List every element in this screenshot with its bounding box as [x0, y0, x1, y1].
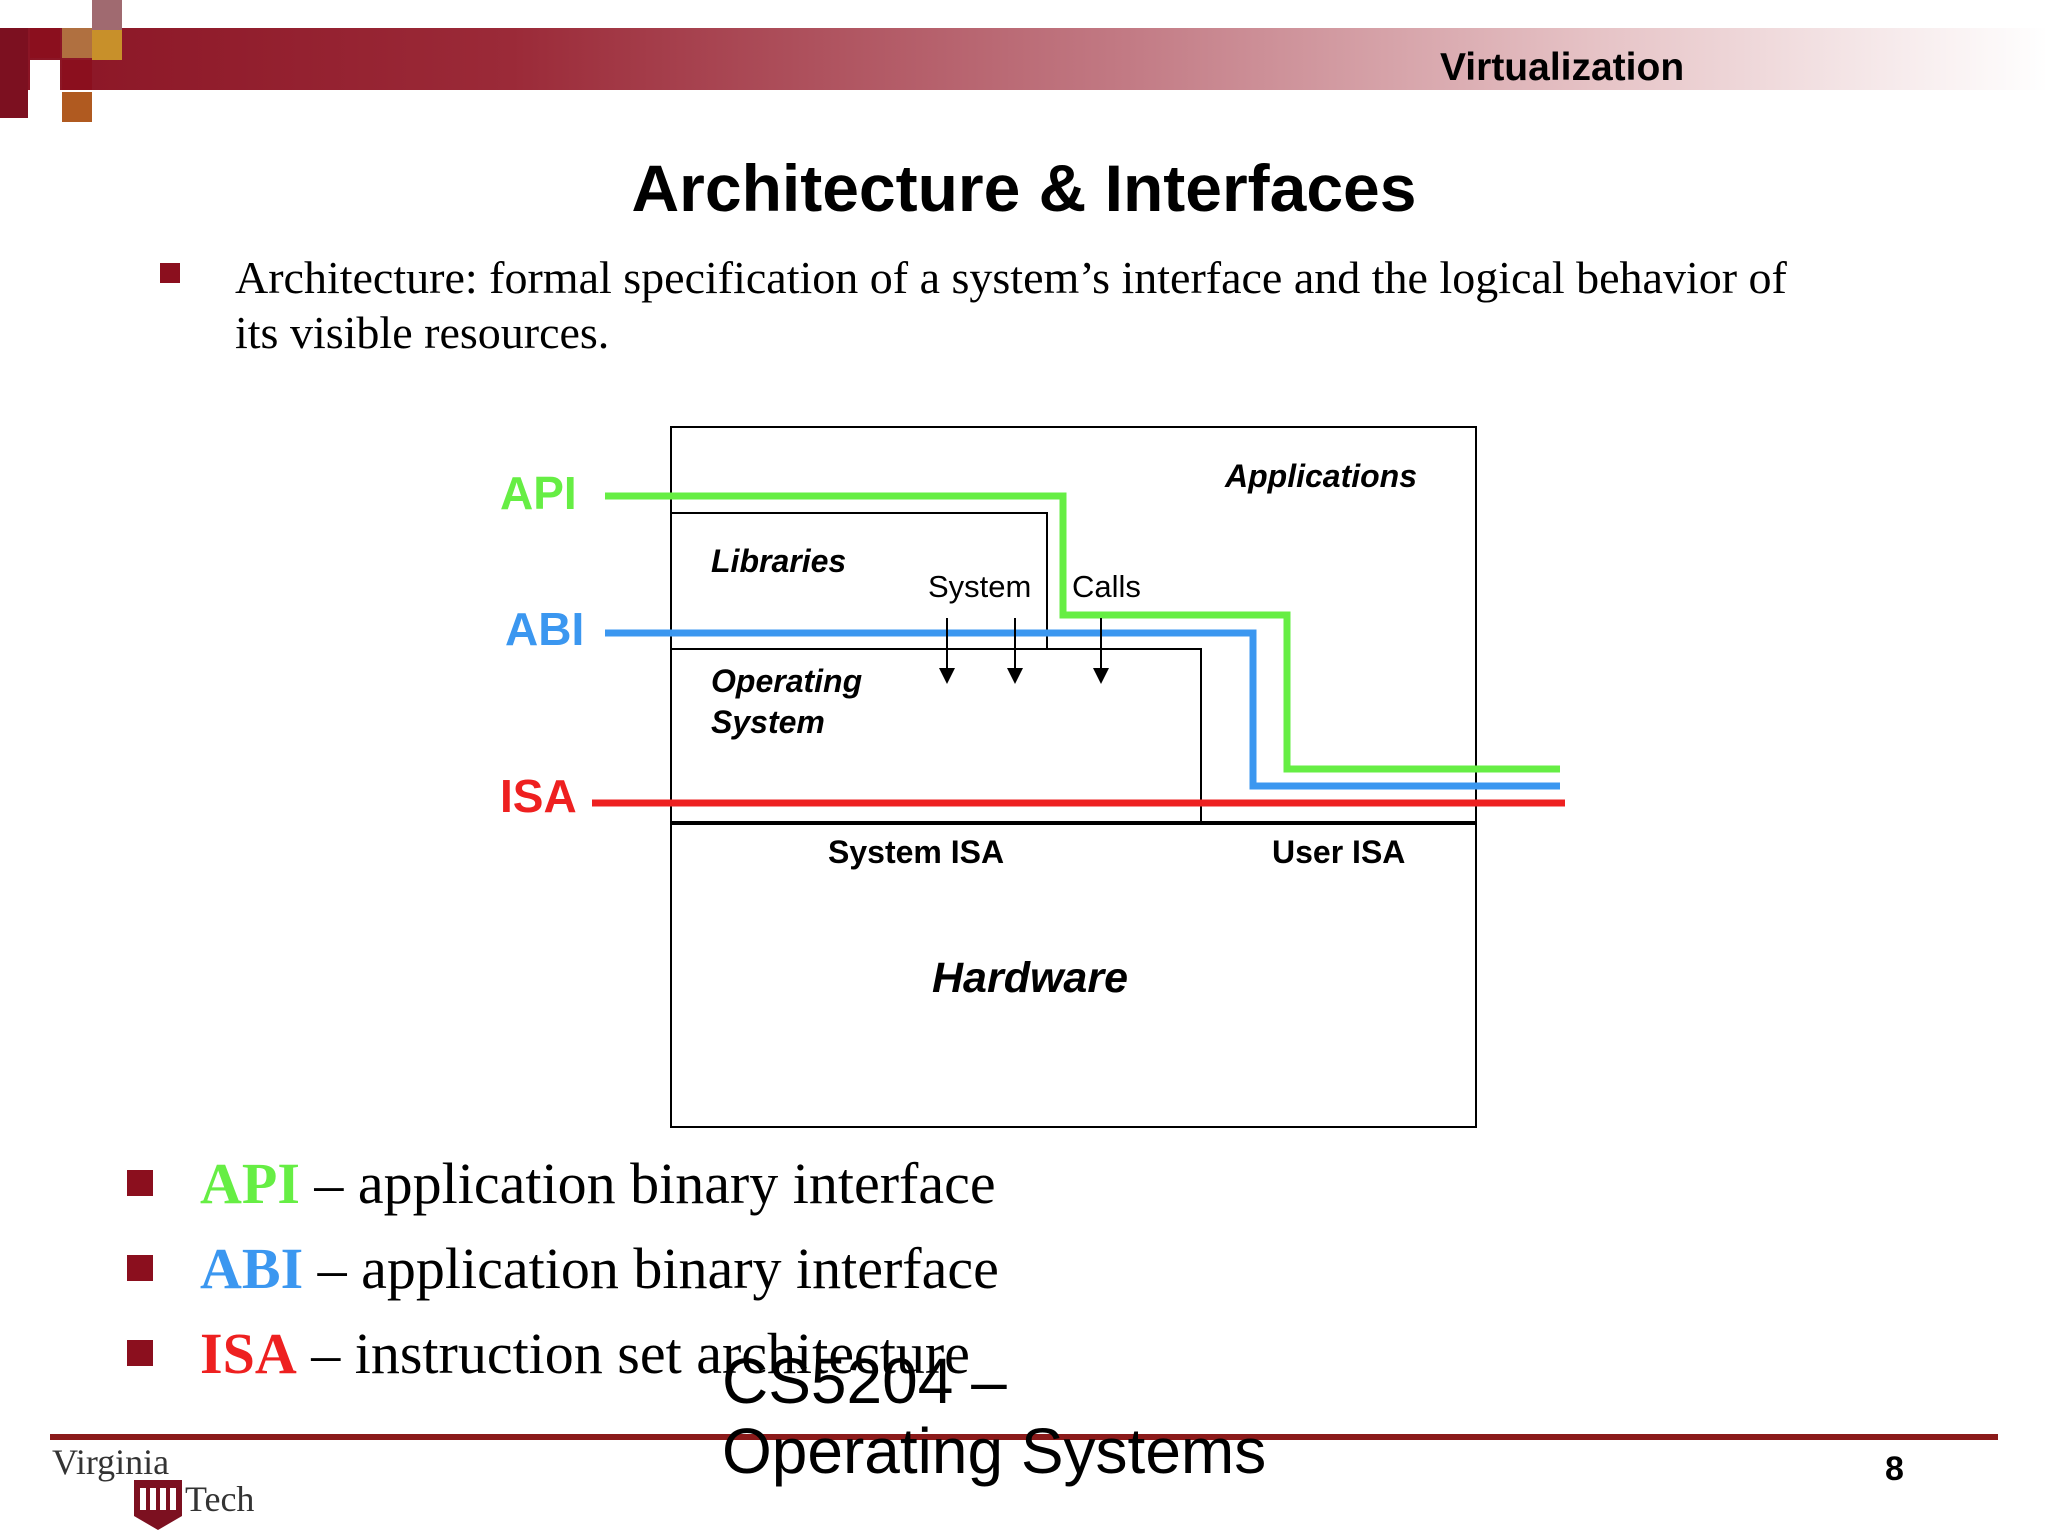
logo-text-bottom: Tech — [185, 1479, 254, 1519]
definition-term-abi: ABI — [200, 1236, 304, 1301]
abi-line — [605, 629, 1560, 790]
definition-isa: ISA – instruction set architecture — [200, 1320, 970, 1387]
libraries-label: Libraries — [711, 543, 846, 579]
operating-system-label-line2: System — [711, 704, 825, 740]
syscall-arrowhead — [939, 668, 955, 684]
definition-term-isa: ISA — [200, 1321, 297, 1386]
syscall-arrowhead — [1007, 668, 1023, 684]
footer-course-line1: CS5204 – — [722, 1345, 1007, 1417]
footer-course-line2: Operating Systems — [722, 1415, 1267, 1487]
definition-abi: ABI – application binary interface — [200, 1235, 999, 1302]
hardware-label: Hardware — [932, 954, 1128, 1002]
page-number: 8 — [1885, 1450, 1904, 1488]
isa-label: ISA — [500, 770, 577, 822]
section-label: Virtualization — [1440, 46, 1685, 89]
system-isa-label: System ISA — [828, 834, 1004, 870]
definition-term-api: API — [200, 1151, 300, 1216]
definition-text-isa: – instruction set architecture — [296, 1321, 970, 1386]
operating-system-box — [670, 648, 1202, 823]
system-calls-word1: System — [928, 569, 1031, 604]
user-isa-label: User ISA — [1272, 834, 1405, 870]
abi-label: ABI — [505, 603, 584, 655]
slide-title: Architecture & Interfaces — [631, 151, 1417, 225]
api-line — [605, 492, 1560, 773]
system-calls-word2: Calls — [1072, 569, 1141, 604]
bullet-square — [127, 1340, 153, 1366]
operating-system-label-line1: Operating — [711, 663, 862, 699]
definition-api: API – application binary interface — [200, 1150, 996, 1217]
applications-label: Applications — [1224, 458, 1417, 494]
bullet-square — [127, 1170, 153, 1196]
header-decoration — [0, 0, 160, 125]
api-label: API — [500, 467, 577, 519]
intro-bullet-text: Architecture: formal specification of a … — [235, 252, 1787, 358]
logo-text-top: Virginia — [52, 1442, 169, 1482]
header-band — [0, 28, 2048, 90]
syscall-arrowhead — [1093, 668, 1109, 684]
bullet-square — [160, 263, 180, 283]
definition-text-api: – application binary interface — [299, 1151, 996, 1216]
definition-text-abi: – application binary interface — [303, 1236, 999, 1301]
footer-rule — [50, 1434, 1998, 1440]
virginia-tech-logo: Virginia Tech — [52, 1442, 254, 1530]
footer-course-title: CS5204 – Operating Systems — [722, 1346, 1266, 1486]
bullet-square — [127, 1255, 153, 1281]
